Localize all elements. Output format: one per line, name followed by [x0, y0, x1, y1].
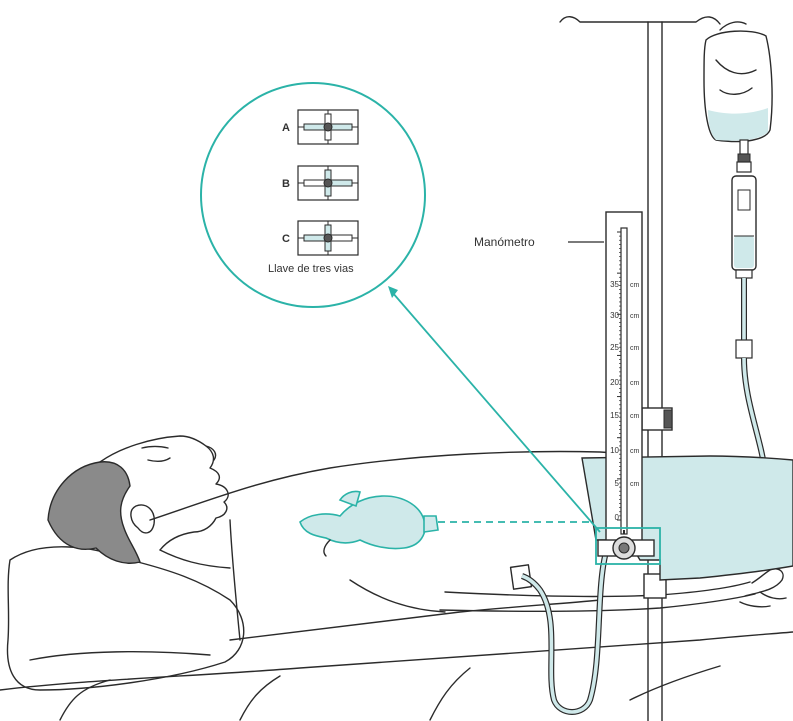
scale-label-5: 5 [615, 479, 620, 488]
unit-label-35: cm [630, 282, 640, 289]
stopcock-caption: Llave de tres vias [268, 263, 354, 275]
bed [0, 632, 793, 720]
drip-chamber [732, 176, 756, 278]
unit-label-30: cm [630, 313, 640, 320]
scale-label-35: 35 [610, 280, 619, 289]
position-b-label: B [282, 178, 290, 190]
patient-line [522, 552, 606, 712]
scale-label-20: 20 [610, 378, 619, 387]
unit-label-5: cm [630, 481, 640, 488]
position-c-label: C [282, 233, 290, 245]
pillow [7, 547, 243, 690]
scale-label-15: 15 [610, 411, 619, 420]
callout-pointer [392, 292, 600, 532]
unit-label-20: cm [630, 380, 640, 387]
iv-bag [704, 22, 772, 172]
unit-label-25: cm [630, 345, 640, 352]
scale-label-30: 30 [610, 311, 619, 320]
heart [300, 491, 438, 556]
position-a-label: A [282, 122, 290, 134]
scale-label-0: 0 [615, 513, 620, 522]
manometer-label: Manómetro [474, 235, 535, 249]
manometer-column [621, 228, 627, 534]
scale-label-10: 10 [610, 446, 619, 455]
unit-label-15: cm [630, 413, 640, 420]
scale-label-25: 25 [610, 343, 619, 352]
manometer: 35 30 25 20 15 10 5 0 cm cm cm cm cm cm … [606, 212, 642, 552]
stopcock-detail-callout: A B C [201, 83, 600, 532]
unit-label-10: cm [630, 448, 640, 455]
